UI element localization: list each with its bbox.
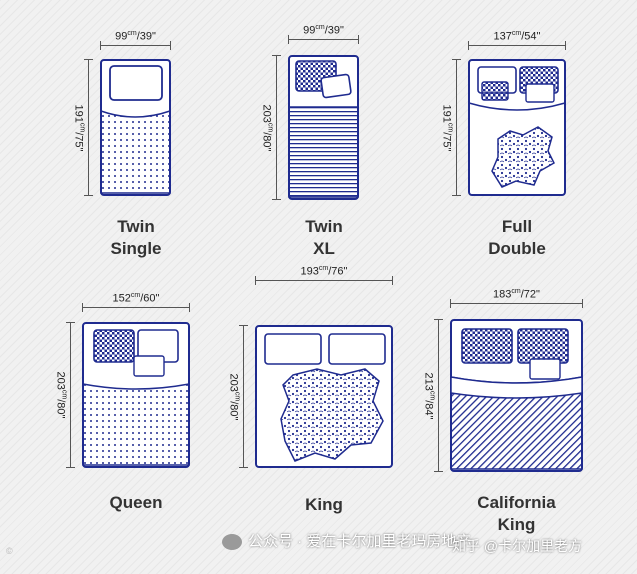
wechat-icon	[222, 534, 242, 551]
pillow	[517, 328, 569, 364]
pillow	[481, 81, 509, 101]
pillow	[461, 328, 513, 364]
watermark-zhihu: 知乎 @卡尔加里老方	[452, 538, 583, 554]
pillow	[264, 333, 322, 365]
duvet	[82, 383, 190, 466]
bed-drawing	[468, 59, 566, 196]
corner-mark: ©	[6, 546, 13, 556]
pillow	[529, 358, 561, 380]
bed-queen	[82, 322, 190, 468]
pillow	[320, 73, 352, 99]
length-dimension: 203cm/80"	[261, 55, 281, 200]
bed-drawing	[288, 55, 359, 200]
pillow	[109, 65, 163, 101]
length-dimension: 213cm/84"	[423, 319, 443, 472]
bed-drawing	[255, 325, 393, 468]
width-dimension: 193cm/76"	[255, 265, 393, 285]
length-dimension: 191cm/75"	[73, 59, 93, 196]
pillow	[93, 329, 135, 363]
blanket	[280, 368, 384, 462]
watermark: 公众号 · 爱在卡尔加里老玛房地产	[222, 530, 471, 551]
bed-full-double	[468, 59, 566, 196]
width-dimension: 99cm/39"	[288, 24, 359, 44]
bed-drawing	[100, 59, 171, 196]
width-dimension: 152cm/60"	[82, 292, 190, 312]
bed-california-king	[450, 319, 583, 472]
pillow	[133, 355, 165, 377]
bed-drawing	[450, 319, 583, 472]
pillow	[525, 83, 555, 103]
bed-name-king: King	[305, 495, 343, 514]
pillow	[328, 333, 386, 365]
width-dimension: 99cm/39"	[100, 30, 171, 50]
length-dimension: 203cm/80"	[228, 325, 248, 468]
bed-name-queen: Queen	[109, 493, 163, 512]
width-dimension: 183cm/72"	[450, 288, 583, 308]
duvet	[288, 106, 359, 198]
duvet	[100, 109, 171, 194]
length-dimension: 191cm/75"	[441, 59, 461, 196]
bed-twin-single	[100, 59, 171, 196]
bed-twin-xl	[288, 55, 359, 200]
bed-king	[255, 325, 393, 468]
width-dimension: 137cm/54"	[468, 30, 566, 50]
length-dimension: 203cm/80"	[55, 322, 75, 468]
blanket	[491, 126, 555, 188]
bed-drawing	[82, 322, 190, 468]
